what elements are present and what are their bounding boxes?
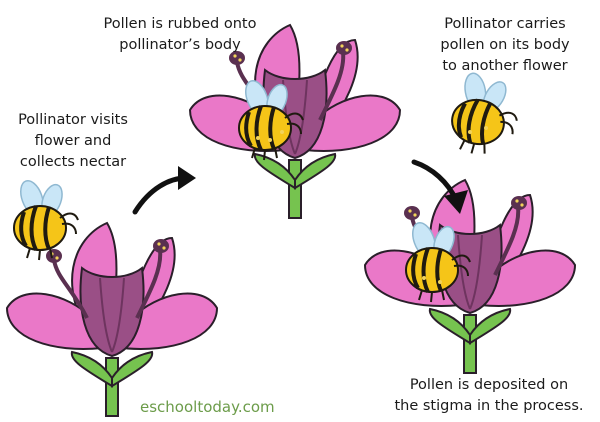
caption-deposit-line: Pollen is deposited on — [409, 377, 569, 393]
caption-rub: Pollen is rubbed onto pollinator’s body — [80, 14, 280, 56]
caption-carry-line: Pollinator carries — [444, 16, 566, 32]
arrow-to-rub — [132, 166, 196, 215]
caption-carry-line: pollen on its body — [440, 37, 570, 53]
caption-carry-line: to another flower — [442, 58, 568, 74]
arrow-to-deposit — [411, 159, 468, 214]
caption-visit-line: collects nectar — [19, 154, 127, 170]
bee-visiting — [12, 175, 80, 262]
caption-rub-line: pollinator’s body — [119, 37, 241, 53]
bee-carrying — [444, 65, 527, 163]
caption-visit-line: Pollinator visits — [18, 112, 128, 128]
pollen-specks — [256, 126, 488, 284]
caption-deposit: Pollen is deposited on the stigma in the… — [380, 375, 598, 417]
caption-visit-line: flower and — [34, 133, 112, 149]
flower-visit — [5, 221, 219, 418]
caption-carry: Pollinator carries pollen on its body to… — [420, 14, 590, 77]
caption-rub-line: Pollen is rubbed onto — [103, 16, 257, 32]
flower-deposit — [363, 178, 577, 375]
caption-visit: Pollinator visits flower and collects ne… — [4, 110, 142, 173]
caption-deposit-line: the stigma in the process. — [394, 398, 584, 414]
brand-text: eschooltoday.com — [140, 398, 275, 416]
